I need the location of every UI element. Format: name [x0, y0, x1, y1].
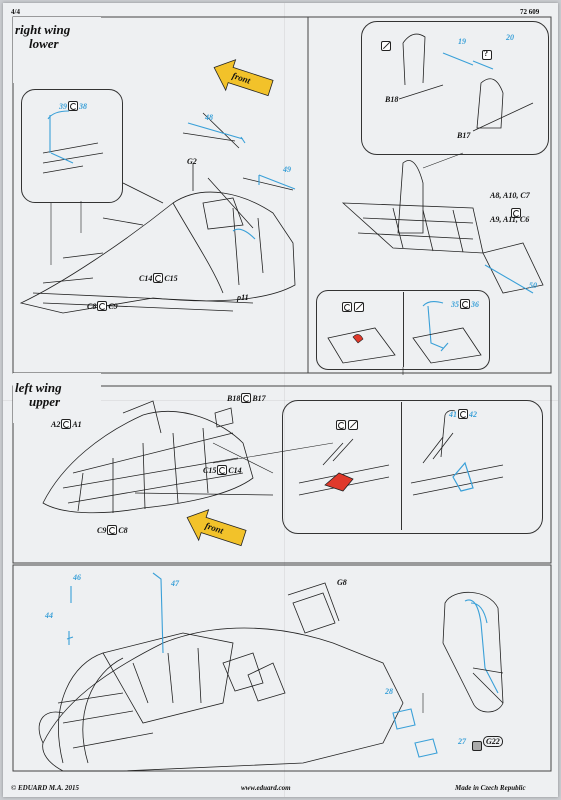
part-b18-b17: B18 B17 — [227, 393, 266, 403]
detail-divider-2 — [401, 402, 402, 530]
front-arrow-2: front — [183, 509, 249, 551]
bend-icon — [153, 273, 164, 283]
bend-icon — [510, 203, 522, 221]
part-c14: C14 — [139, 274, 153, 283]
part-c8-c9: C8 C9 — [87, 301, 118, 311]
part-p11: ρ11 — [237, 293, 249, 302]
part-48: 48 — [205, 113, 213, 122]
part-41: 41 — [449, 410, 457, 419]
part-g22: G22 — [483, 736, 503, 747]
bend-icon — [97, 301, 108, 311]
part-c15-c14: C15 C14 — [203, 465, 242, 475]
fold-line-vertical — [284, 3, 285, 797]
bend-icon — [341, 297, 365, 315]
part-28: 28 — [385, 687, 393, 696]
part-35: 35 — [451, 300, 459, 309]
part-c14-c15: C14 C15 — [139, 273, 178, 283]
fold-line-horizontal — [3, 400, 558, 401]
bend-icon — [241, 393, 252, 403]
part-a8-a10-c7: A8, A10, C7 — [490, 191, 530, 200]
part-19: 19 — [458, 37, 466, 46]
part-a9-a11-c6: A9, A11, C6 — [490, 215, 530, 224]
flap-detail-drawing — [341, 33, 544, 294]
title-line-1: right wing — [15, 22, 71, 37]
website: www.eduard.com — [241, 784, 291, 792]
grey-part-icon — [471, 736, 483, 754]
part-47: 47 — [171, 579, 179, 588]
part-35-36: 35 36 — [451, 299, 479, 309]
detail-divider — [403, 292, 404, 367]
bend-icon — [460, 299, 470, 309]
part-c9-c8: C9 C8 — [97, 525, 128, 535]
frames — [12, 16, 552, 772]
right-wing-drawing — [19, 112, 296, 314]
copyright: © EDUARD M.A. 2015 — [11, 784, 80, 792]
part-41-42: 41 42 — [449, 409, 477, 419]
part-44: 44 — [45, 611, 53, 620]
part-27: 27 — [458, 737, 466, 746]
part-b18: B18 — [385, 95, 399, 104]
question-icon — [481, 45, 493, 63]
bend-icon — [458, 409, 468, 419]
part-39-38: 39 38 — [59, 101, 87, 111]
fold-icon — [380, 36, 392, 54]
part-c14: C14 — [228, 466, 242, 475]
title-line-2: lower — [29, 36, 59, 51]
detail-box-flap-hinge — [361, 21, 549, 155]
part-c15: C15 — [203, 466, 217, 475]
bend-icon — [217, 465, 228, 475]
part-20: 20 — [506, 33, 514, 42]
part-38: 38 — [79, 102, 87, 111]
part-39: 39 — [59, 102, 67, 111]
title-line-1: left wing — [15, 380, 62, 395]
bend-icon — [107, 525, 118, 535]
origin: Made in Czech Republic — [455, 784, 526, 792]
part-46: 46 — [73, 573, 81, 582]
bend-icon — [68, 101, 78, 111]
page-number: 4/4 — [11, 8, 20, 16]
part-c9: C9 — [108, 302, 118, 311]
title-line-2: upper — [29, 394, 61, 409]
kit-number: 72 609 — [520, 8, 540, 16]
fuselage-drawing — [38, 582, 404, 772]
detail-box-aileron-hinge — [21, 89, 123, 203]
part-b18: B18 — [227, 394, 241, 403]
left-wing-detail — [298, 410, 504, 496]
left-wing-drawing — [42, 400, 274, 514]
section-title-right-wing: right wing lower — [15, 23, 70, 51]
part-42: 42 — [469, 410, 477, 419]
part-49: 49 — [283, 165, 291, 174]
bend-fold-icons — [335, 415, 359, 433]
technical-drawings — [19, 33, 544, 772]
part-g2: G2 — [187, 157, 197, 166]
part-b17: B17 — [457, 131, 471, 140]
part-50: 50 — [529, 281, 537, 290]
front-arrow-1: front — [210, 59, 276, 101]
section-title-left-wing: left wing upper — [15, 381, 62, 409]
part-a2-a1: A2 A1 — [51, 419, 82, 429]
detail-box-left-wing — [282, 400, 543, 534]
part-36: 36 — [471, 300, 479, 309]
part-b17: B17 — [252, 394, 266, 403]
part-a2: A2 — [51, 420, 61, 429]
instruction-sheet: 4/4 72 609 right wing lower left wing up… — [3, 3, 558, 797]
part-c15: C15 — [164, 274, 178, 283]
part-c8: C8 — [87, 302, 97, 311]
bend-icon — [61, 419, 72, 429]
part-c9: C9 — [97, 526, 107, 535]
part-a1: A1 — [72, 420, 82, 429]
part-c8: C8 — [118, 526, 128, 535]
part-g8: G8 — [337, 578, 347, 587]
